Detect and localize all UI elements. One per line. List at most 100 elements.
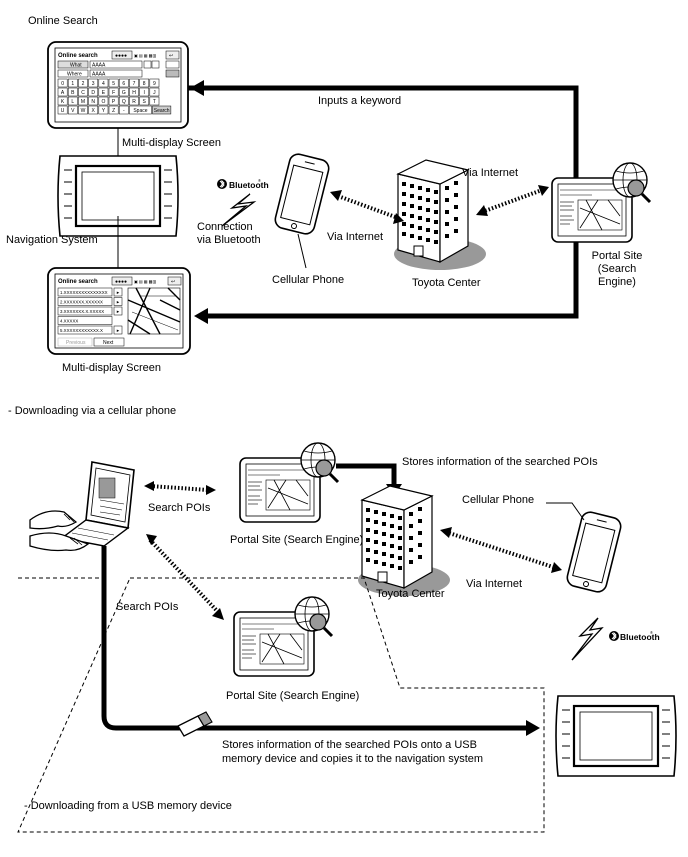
- usb-memory-icon: [177, 711, 213, 737]
- svg-text:▣ ▤ ▦ ▩▥: ▣ ▤ ▦ ▩▥: [134, 53, 156, 58]
- keyboard-key-label: L: [71, 99, 74, 105]
- result-row-button: [113, 297, 123, 306]
- keyboard-key: [67, 78, 78, 88]
- keyboard-key: [152, 105, 172, 115]
- keyboard-key-label: R: [132, 99, 136, 105]
- result-row-label: 2.XXXXXXX.XXXXXX: [60, 300, 103, 305]
- keyboard-key: [139, 87, 150, 97]
- keyboard-key-label: J: [153, 90, 156, 96]
- keyboard-key: [108, 96, 119, 106]
- keyboard-key-label: H: [132, 90, 136, 96]
- via-internet-right-label: Via Internet: [462, 167, 518, 179]
- toyota-portal-link: [481, 188, 543, 214]
- keyboard-key-label: Z: [112, 108, 115, 114]
- portal-site-label-2: (Search: [598, 263, 637, 275]
- keyboard-key-label: 3: [92, 81, 95, 87]
- keyboard-key-label: Search: [154, 108, 170, 114]
- keyboard-key: [139, 96, 150, 106]
- cellular-phone-label: Cellular Phone: [272, 274, 344, 286]
- keyboard-key: [108, 105, 119, 115]
- what-label: What: [70, 63, 82, 69]
- keyboard-key-label: T: [153, 99, 156, 105]
- laptop-user-icon: [29, 461, 135, 552]
- keyboard-key: [118, 96, 129, 106]
- cellular-phone-label-2: Cellular Phone: [462, 494, 534, 506]
- bluetooth-logo-icon-2: [608, 630, 620, 642]
- keyboard-key-label: 9: [153, 81, 156, 87]
- cellular-phone-icon-2: [564, 509, 624, 595]
- result-row-button: [113, 287, 123, 297]
- portal-site-label-3: Engine): [598, 276, 636, 288]
- keyboard-key: [98, 87, 109, 97]
- bluetooth-logo-icon: [216, 178, 228, 190]
- multi-display-lower-label: Multi-display Screen: [62, 362, 161, 374]
- input-screen: Online search ●●●● ▣ ▤ ▦ ▩▥ ↩ What AAAA …: [47, 41, 189, 129]
- keyboard-key: [88, 87, 99, 97]
- next-button: Next: [103, 340, 114, 346]
- stores-info-label: Stores information of the searched POIs: [402, 456, 598, 468]
- keyboard-key: [108, 78, 119, 88]
- result-row-label: 3.XXXXXXX.X.XXXXX: [60, 309, 104, 314]
- result-row-button: [113, 306, 123, 316]
- keyboard-key: [78, 105, 88, 115]
- keyboard-key-label: C: [81, 90, 85, 96]
- keyboard-key-label: G: [122, 90, 126, 96]
- result-row: [57, 287, 113, 297]
- via-internet-label-2: Via Internet: [466, 578, 522, 590]
- keyboard-key-label: B: [71, 90, 75, 96]
- previous-button: Previous: [66, 340, 86, 346]
- result-row: [57, 316, 113, 325]
- navigation-system-label: Navigation System: [6, 234, 98, 246]
- portal-site-upper-icon: [238, 441, 340, 524]
- keyboard-key-label: W: [81, 108, 86, 114]
- result-row-arrow-icon: ▸: [117, 300, 120, 306]
- svg-text:®: ®: [650, 630, 653, 635]
- svg-text:↩: ↩: [171, 279, 175, 285]
- keyboard-key-label: A: [61, 90, 65, 96]
- keyboard-key-label: V: [71, 108, 75, 114]
- keyboard-key: [129, 105, 152, 115]
- result-row-arrow-icon: ▸: [117, 309, 120, 315]
- keyboard-key-label: K: [61, 99, 65, 105]
- cellular-phone-icon: [272, 151, 332, 237]
- keyboard-key-label: 4: [102, 81, 105, 87]
- result-arrowhead: [194, 308, 208, 324]
- keyboard-key: [57, 78, 68, 88]
- keyboard-key: [78, 87, 88, 97]
- keyboard-key-label: M: [81, 99, 85, 105]
- keyboard-key-label: 8: [143, 81, 146, 87]
- usb-text-2: memory device and copies it to the navig…: [222, 753, 483, 765]
- keyboard-key: [98, 96, 109, 106]
- result-row-label: 5.XXXXXXXXXXXX.X: [60, 328, 103, 333]
- inputs-keyword-label: Inputs a keyword: [318, 95, 401, 107]
- keyboard-key-label: 7: [133, 81, 136, 87]
- keyboard-key: [129, 78, 139, 88]
- result-screen-title: Online search: [58, 279, 98, 285]
- toyota-center-label: Toyota Center: [412, 277, 481, 289]
- keyboard-key: [78, 96, 88, 106]
- keyboard-key: [67, 87, 78, 97]
- keyboard-key: [149, 87, 160, 97]
- keyboard-key-label: X: [92, 108, 96, 114]
- keyboard-key: [67, 96, 78, 106]
- toyota-center-building-2: [357, 485, 451, 597]
- svg-text:▣ ▤ ▦ ▩▥: ▣ ▤ ▦ ▩▥: [134, 279, 156, 284]
- wireless-bolt-icon: [221, 193, 257, 227]
- usb-section-border: [17, 577, 545, 833]
- keyboard-key: [88, 96, 99, 106]
- multi-display-upper-label: Multi-display Screen: [122, 137, 221, 149]
- search-pois-upper-label: Search POIs: [148, 502, 211, 514]
- bluetooth-logo-text-2: Bluetooth: [620, 632, 660, 642]
- keyboard-key: [78, 78, 88, 88]
- keyboard-key: [129, 87, 139, 97]
- via-internet-left-label: Via Internet: [327, 231, 383, 243]
- keyboard-key-label: F: [112, 90, 115, 96]
- usb-text-1: Stores information of the searched POIs …: [222, 739, 477, 751]
- phone-toyota-link: [337, 194, 399, 220]
- navigation-unit-2: [554, 694, 678, 778]
- wireless-bolt-icon-2: [571, 617, 604, 661]
- keyboard-key-label: 0: [61, 81, 64, 87]
- result-row-label: 1.XXXXXXXXXXXXXXX: [60, 290, 108, 295]
- keyboard-key: [98, 78, 109, 88]
